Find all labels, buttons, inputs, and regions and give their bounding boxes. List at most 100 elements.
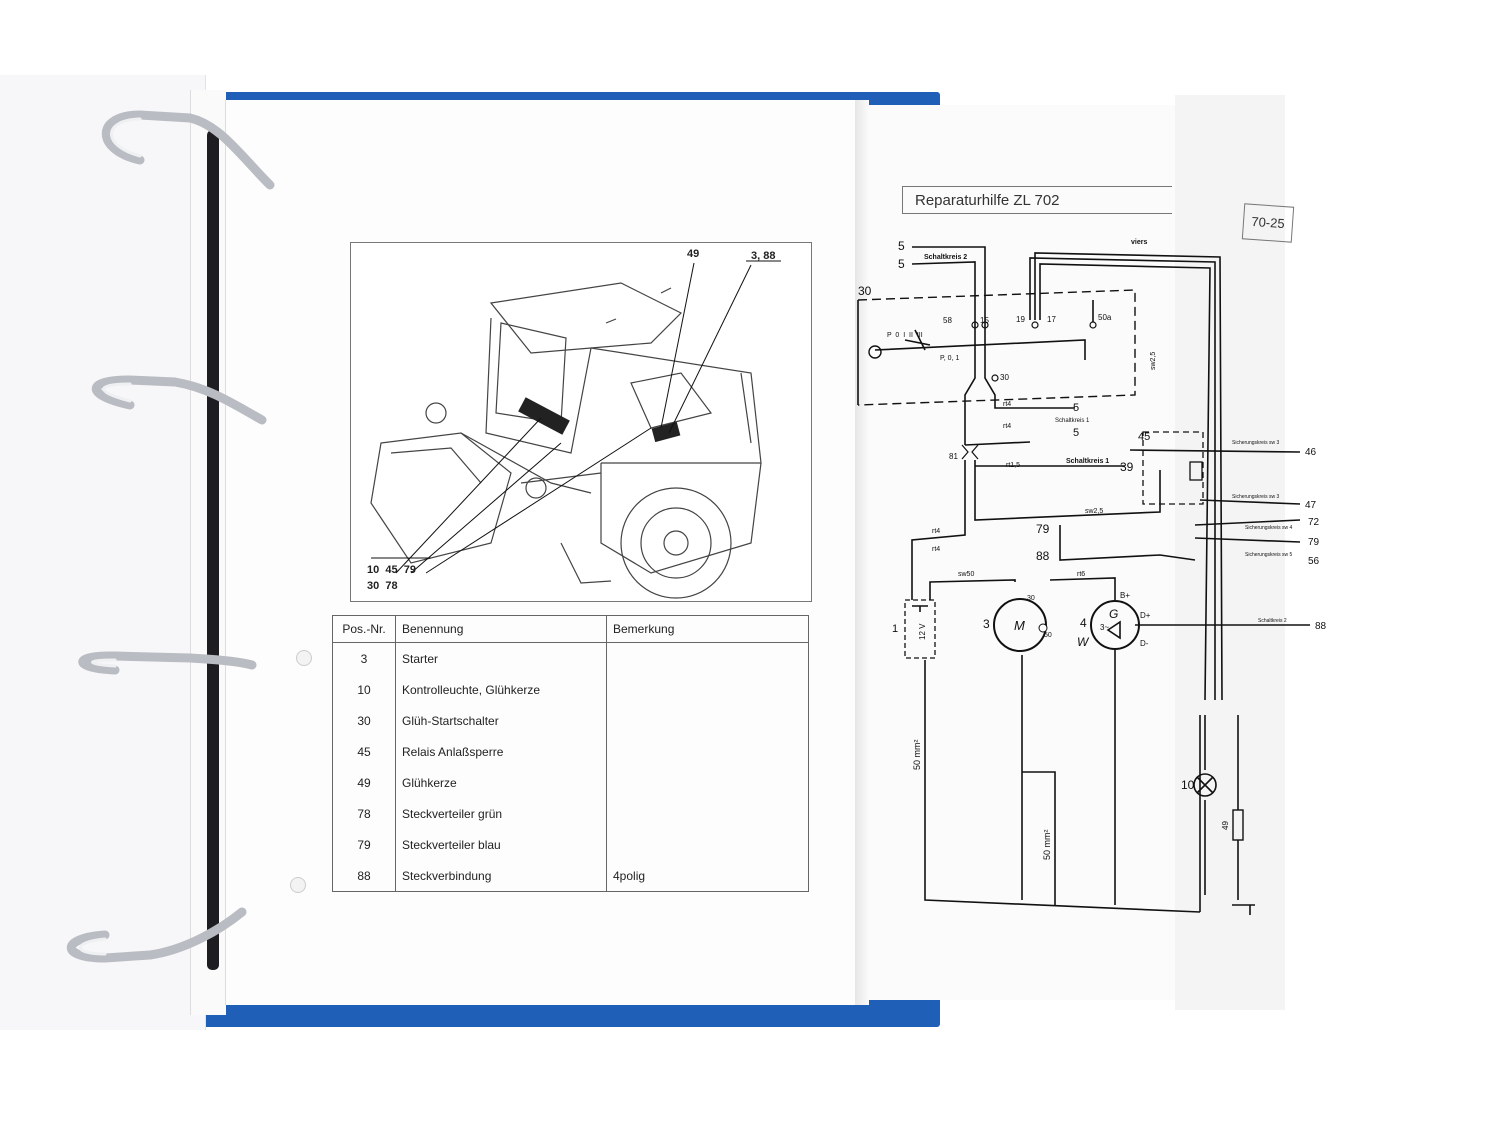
- label-b-plus: B+: [1120, 591, 1130, 600]
- cell-pos: 3: [332, 642, 396, 674]
- label-58: 58: [943, 316, 952, 325]
- binder-ring-icon: [101, 110, 275, 190]
- cell-name: Glüh-Startschalter: [395, 705, 607, 736]
- label-p01: P, 0, 1: [940, 355, 959, 362]
- label-30c: 30: [1027, 595, 1035, 602]
- relay-45: [1142, 431, 1204, 505]
- label-79: 79: [1036, 522, 1050, 536]
- label-4: 4: [1080, 616, 1087, 630]
- cell-name: Steckverteiler blau: [395, 829, 607, 860]
- label-g: G: [1109, 607, 1118, 621]
- foldout-page: [1175, 95, 1285, 1010]
- label-rt4d: rt4: [932, 546, 940, 553]
- right-page: [860, 105, 1200, 1000]
- ring-mechanism-bar: [207, 130, 219, 970]
- starter-motor-icon: [993, 598, 1048, 652]
- label-rt4b: rt4: [1003, 423, 1011, 430]
- label-19: 19: [1016, 315, 1025, 324]
- cell-name: Relais Anlaßsperre: [395, 736, 607, 767]
- cell-name: Steckverbindung: [395, 860, 607, 892]
- binder-ring-icon: [92, 375, 267, 425]
- label-39: 39: [1120, 460, 1134, 474]
- relay-coil-icon: [1189, 461, 1203, 481]
- callout-row1: 10 45 79: [367, 564, 416, 576]
- label-rt15: rt1,5: [1006, 462, 1020, 469]
- column-header-note: Bemerkung: [606, 615, 809, 643]
- back-pages: [0, 75, 206, 1030]
- column-header-pos: Pos.-Nr.: [332, 615, 396, 643]
- label-sicherung-2: Sicherungskreis sw 3: [1232, 494, 1279, 500]
- label-schaltkreis-1a: Schaltkreis 1: [1055, 418, 1090, 424]
- machine-illustration: 49 3, 88 10 45 79 30 78: [350, 242, 812, 602]
- label-5d: 5: [1073, 427, 1079, 439]
- label-46: 46: [1305, 447, 1317, 458]
- punch-hole: [296, 650, 312, 666]
- label-5b: 5: [898, 257, 905, 271]
- label-30b: 30: [1000, 373, 1009, 382]
- highlighted-components: [518, 397, 681, 443]
- label-rt6: rt6: [1077, 571, 1085, 578]
- label-47: 47: [1305, 500, 1317, 511]
- label-m: M: [1014, 618, 1025, 633]
- control-lamp-icon: [1193, 773, 1217, 797]
- label-50: 50: [1044, 632, 1052, 639]
- column-header-name: Benennung: [395, 615, 607, 643]
- label-sicherung-4: Sicherungskreis sw 5: [1245, 552, 1292, 558]
- punch-hole: [290, 877, 306, 893]
- label-rt4a: rt4: [1003, 401, 1011, 408]
- cell-pos: 88: [332, 860, 396, 892]
- label-sw50: sw50: [958, 571, 974, 578]
- label-72: 72: [1308, 517, 1320, 528]
- label-schaltkreis-2: Schaltkreis 2: [924, 254, 967, 261]
- label-sw25b: sw2,5: [1085, 508, 1103, 515]
- label-switch-positions: P 0 I II III: [887, 332, 923, 339]
- label-5a: 5: [898, 239, 905, 253]
- label-49: 49: [1221, 821, 1230, 830]
- cell-pos: 45: [332, 736, 396, 767]
- label-17: 17: [1047, 315, 1056, 324]
- label-3: 3: [983, 617, 990, 631]
- label-schaltkreis-2b: Schaltkreis 2: [1258, 618, 1287, 624]
- fuse-icons: [961, 321, 1097, 460]
- label-56: 56: [1308, 556, 1320, 567]
- leader-lines: [371, 260, 781, 574]
- cell-note: 4polig: [613, 868, 646, 883]
- label-45: 45: [1138, 431, 1150, 443]
- glow-start-switch: [857, 289, 1136, 406]
- label-50a: 50a: [1098, 313, 1112, 322]
- callout-49: 49: [687, 248, 699, 260]
- cell-name: Starter: [395, 642, 607, 674]
- callout-3-88: 3, 88: [751, 250, 775, 262]
- label-15: 15: [980, 316, 989, 325]
- label-5c: 5: [1073, 402, 1079, 414]
- binder-ring-icon: [67, 907, 247, 963]
- callout-row2: 30 78: [367, 580, 398, 592]
- label-50mm-b: 50 mm²: [1042, 829, 1052, 860]
- label-50mm-a: 50 mm²: [912, 739, 922, 770]
- label-d-plus: D+: [1140, 611, 1151, 620]
- cell-name: Glühkerze: [395, 767, 607, 798]
- label-sw25: sw2,5: [1150, 352, 1157, 370]
- label-w: W: [1077, 635, 1090, 649]
- cell-pos: 79: [332, 829, 396, 860]
- alternator-icon: [1090, 600, 1140, 650]
- cell-name: Steckverteiler grün: [395, 798, 607, 829]
- label-10: 10: [1181, 778, 1195, 792]
- label-sicherung-3: Sicherungskreis sw 4: [1245, 525, 1292, 531]
- label-88b: 88: [1315, 621, 1327, 632]
- wheel-loader-drawing: [370, 282, 762, 599]
- cell-pos: 30: [332, 705, 396, 736]
- label-3-tilde: 3~: [1100, 623, 1109, 632]
- cell-pos: 49: [332, 767, 396, 798]
